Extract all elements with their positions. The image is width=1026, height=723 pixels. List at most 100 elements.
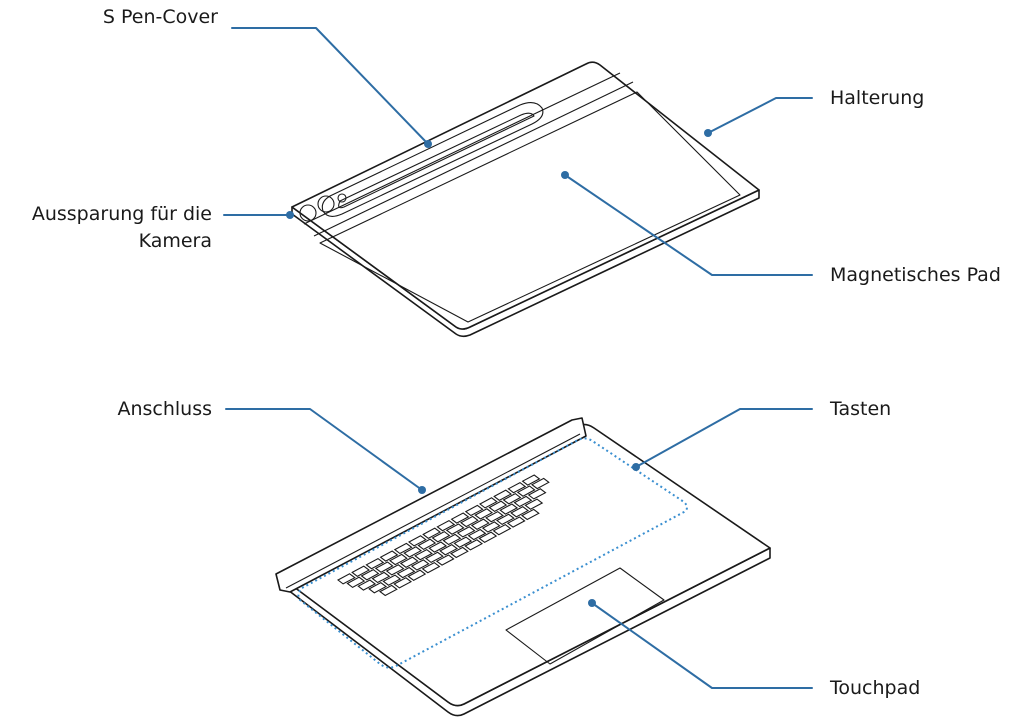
callout-touchpad xyxy=(591,602,813,689)
keyboard-key xyxy=(422,527,442,539)
keyboard-key xyxy=(495,513,515,526)
keyboard-key xyxy=(417,538,437,551)
keyboard-key xyxy=(365,557,385,570)
keyboard-key xyxy=(374,561,394,573)
keyboard-key xyxy=(431,530,451,543)
keyboard-key xyxy=(351,565,371,577)
keyboard-key xyxy=(410,559,430,571)
keyboard-key xyxy=(499,503,519,515)
keyboard-key xyxy=(492,523,512,536)
keyboard-key xyxy=(393,577,413,589)
label-magnetic-pad: Magnetisches Pad xyxy=(830,264,1001,286)
label-touchpad: Touchpad xyxy=(830,677,921,699)
callout-tasten xyxy=(635,408,813,468)
keyboard-key xyxy=(378,584,398,597)
keyboard-key xyxy=(502,492,522,505)
keyboard-key xyxy=(336,573,356,585)
back-cover-face xyxy=(291,61,760,330)
keyboard-key xyxy=(371,571,391,584)
keyboard-key xyxy=(357,579,377,591)
keyboard-key xyxy=(414,548,433,561)
keyboard-key xyxy=(464,539,484,551)
key-area-outline xyxy=(297,437,688,669)
keyboard-key xyxy=(445,523,465,535)
callout-anschluss xyxy=(225,408,423,491)
keyboard-key xyxy=(399,556,419,568)
keyboard-key xyxy=(442,533,462,546)
keyboard-key xyxy=(421,561,441,574)
callout-dot-halterung xyxy=(704,129,712,137)
keyboard-key xyxy=(485,510,504,523)
keyboard-key xyxy=(478,531,498,543)
camera-cutout-ring-1 xyxy=(299,204,317,222)
keyboard-key xyxy=(450,512,470,524)
keyboard-key xyxy=(403,546,423,558)
keyboard-key xyxy=(459,515,479,528)
keyboard-key xyxy=(520,508,540,521)
keyboard-key xyxy=(407,535,427,547)
callout-dot-camera-cutout xyxy=(286,211,294,219)
label-tasten: Tasten xyxy=(830,398,892,420)
touchpad-area xyxy=(505,567,665,665)
keyboard-key xyxy=(393,542,413,555)
magnetic-pad-area xyxy=(319,91,741,323)
keyboard-key xyxy=(385,564,405,576)
s-pen-slot xyxy=(321,102,544,217)
keyboard-key xyxy=(346,576,366,589)
keyboard-key xyxy=(467,528,487,541)
callout-dot-anschluss xyxy=(418,486,426,494)
callout-dot-touchpad xyxy=(588,599,596,607)
camera-cutout-ring-2 xyxy=(317,195,335,213)
keyboard-key xyxy=(453,536,473,548)
back-cover-hinge-line xyxy=(303,72,621,225)
label-s-pen-cover: S Pen-Cover xyxy=(102,6,218,28)
label-anschluss: Anschluss xyxy=(117,398,212,420)
keyboard-key xyxy=(481,521,501,533)
keyboard-key xyxy=(439,544,459,556)
camera-cutout-ring-3 xyxy=(337,193,347,203)
callout-halterung xyxy=(707,97,813,134)
keyboard-key xyxy=(521,474,541,486)
callout-dot-tasten xyxy=(632,463,640,471)
back-cover-illustration xyxy=(291,61,760,338)
keyboard-key xyxy=(379,550,399,562)
keyboard-hinge-bar xyxy=(275,417,587,593)
callout-s-pen-cover xyxy=(231,27,429,145)
callouts xyxy=(223,27,813,689)
keyboard-key xyxy=(510,506,530,518)
keyboard-key xyxy=(424,551,444,564)
keyboard-key xyxy=(527,488,547,500)
keyboard-key xyxy=(435,554,455,566)
keyboard-key xyxy=(388,553,408,566)
s-pen-slot-inner xyxy=(338,112,535,209)
keyboard-key xyxy=(368,582,388,594)
keyboard-key xyxy=(470,518,490,530)
keyboard-key xyxy=(464,504,484,517)
keyboard-hinge-line xyxy=(285,433,581,589)
keyboard-key xyxy=(428,541,448,553)
label-halterung: Halterung xyxy=(830,87,925,109)
keyboard-key xyxy=(436,519,456,532)
keyboard-key xyxy=(456,526,476,538)
label-camera-cutout-line1: Aussparung für die xyxy=(31,203,212,225)
keyboard-key xyxy=(524,498,544,510)
keyboard-key xyxy=(382,574,402,586)
keyboard-key xyxy=(488,500,508,513)
callout-dot-magnetic-pad xyxy=(561,171,569,179)
keyboard-key xyxy=(396,566,416,579)
keyboard-keys xyxy=(336,474,550,597)
keyboard-key xyxy=(506,516,526,528)
keyboard-key xyxy=(530,477,550,490)
keyboard-key xyxy=(407,569,427,581)
keyboard-key xyxy=(360,568,380,581)
keyboard-key xyxy=(493,489,513,501)
keyboard-key xyxy=(474,508,494,520)
callout-dot-s-pen-cover xyxy=(424,140,432,148)
keyboard-key xyxy=(507,481,527,494)
keyboard-illustration xyxy=(275,417,771,717)
callout-magnetic-pad xyxy=(564,174,813,276)
keyboard-key xyxy=(513,495,533,508)
back-cover-hinge-line-2 xyxy=(313,81,634,237)
